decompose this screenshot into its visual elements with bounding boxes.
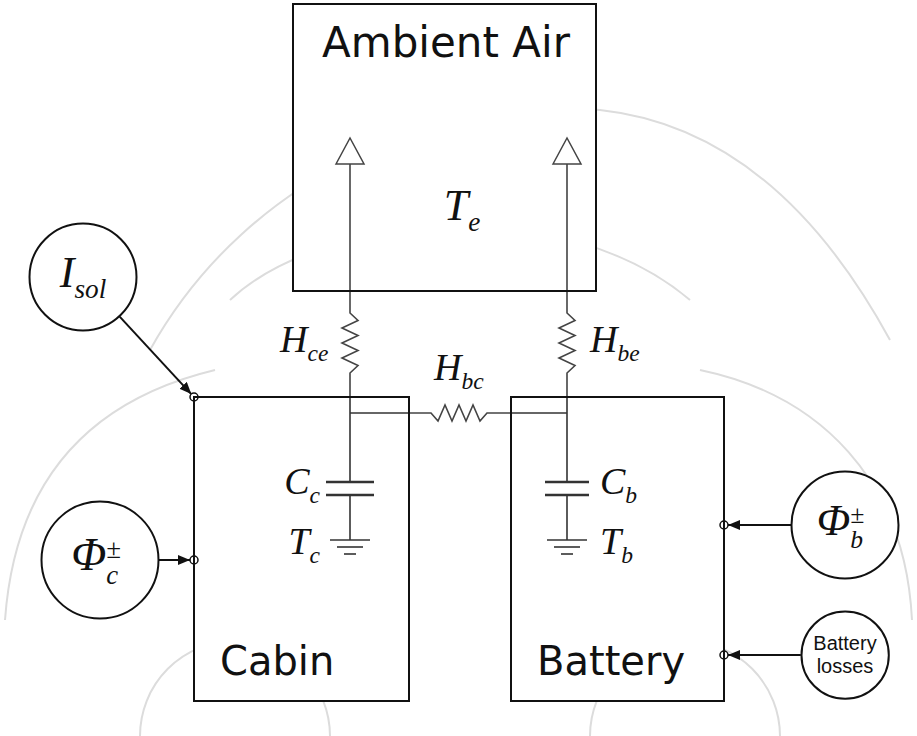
math-subscript: bc (461, 368, 483, 394)
wire (350, 412, 409, 414)
math-subscript: ce (307, 340, 328, 366)
temperature-symbol: Tc (288, 520, 320, 570)
battery-box: CbTbBattery (510, 396, 725, 702)
math-subscript: c (310, 542, 320, 568)
battery-losses-circle: Battery losses (800, 610, 890, 700)
box-ground (193, 396, 410, 702)
capacity-symbol: Cb (600, 460, 637, 510)
capacitor-symbol (545, 481, 589, 483)
ground-symbol (337, 546, 363, 548)
car-rear-line (700, 370, 912, 620)
wire (349, 495, 351, 540)
temperature-symbol: Te (444, 181, 481, 238)
capacity-symbol: Cc (284, 460, 320, 510)
wire (349, 397, 351, 482)
math-base: H (280, 318, 307, 360)
box-fills (193, 3, 725, 702)
wire (566, 397, 568, 482)
math-base: Φ (71, 529, 106, 580)
box-title: Ambient Air (322, 19, 570, 67)
box-ground (510, 396, 725, 702)
math-index-stack: c± (106, 560, 129, 591)
math-subscript: e (468, 207, 480, 237)
math-base: H (590, 318, 617, 360)
cabin-hvac-circle: Φc± (40, 500, 160, 620)
math-base: Φ (817, 496, 851, 545)
battery-hvac-circle: Φb± (790, 470, 900, 580)
car-front-line (5, 370, 215, 620)
ground-symbol (344, 553, 356, 555)
circle-shape (30, 224, 137, 331)
box-title: Battery (537, 638, 685, 684)
math-subscript: b (621, 542, 633, 568)
heat-input-arrow (728, 654, 801, 656)
ground-symbol (554, 546, 580, 548)
math-superscript: ± (106, 534, 121, 565)
math-index-stack: b± (850, 525, 873, 554)
resistance-symbol: Hce (280, 318, 328, 368)
math-subscript: be (617, 340, 639, 366)
capacitor-symbol (326, 481, 374, 483)
thermal-resistance-link (559, 164, 575, 397)
heat-input-arrow (159, 559, 190, 561)
math-superscript: ± (850, 500, 864, 529)
cabin-box: CcTcCabin (193, 396, 410, 702)
wire (566, 495, 568, 540)
math-base: I (60, 248, 75, 297)
thermal-resistance-link (409, 405, 511, 421)
temperature-symbol: Tb (600, 520, 633, 570)
math-base: T (444, 181, 468, 230)
math-subscript: c (310, 482, 320, 508)
heat-flow-symbol: Φc± (71, 529, 129, 590)
car-outline (5, 108, 912, 736)
solar-input-circle: Isol (28, 222, 138, 332)
circle-shape (801, 611, 888, 698)
math-base: T (600, 520, 621, 562)
heat-flow-symbol: Φb± (817, 496, 873, 554)
math-subscript: b (625, 482, 637, 508)
ground-symbol (561, 553, 573, 555)
math-base: T (288, 520, 309, 562)
resistance-symbol: Hbc (434, 346, 484, 396)
ambient-air-box: Ambient AirTe (292, 3, 597, 292)
math-subscript: sol (74, 274, 106, 304)
ground-symbol (547, 539, 587, 541)
circle-shape (42, 502, 159, 619)
box-ground (292, 3, 597, 292)
circle-label: Battery losses (805, 632, 885, 678)
heat-input-arrow (728, 524, 791, 526)
math-base: H (434, 346, 461, 388)
irradiance-symbol: Isol (60, 248, 106, 305)
box-title: Cabin (220, 638, 334, 684)
math-base: C (284, 460, 309, 502)
heat-input-arrow (120, 317, 192, 394)
circle-shape (792, 472, 899, 579)
resistance-symbol: Hbe (590, 318, 640, 368)
thermal-resistance-link (342, 164, 358, 397)
thermal-wiring (326, 397, 589, 554)
math-base: C (600, 460, 625, 502)
ground-symbol (330, 539, 370, 541)
wire (511, 412, 567, 414)
